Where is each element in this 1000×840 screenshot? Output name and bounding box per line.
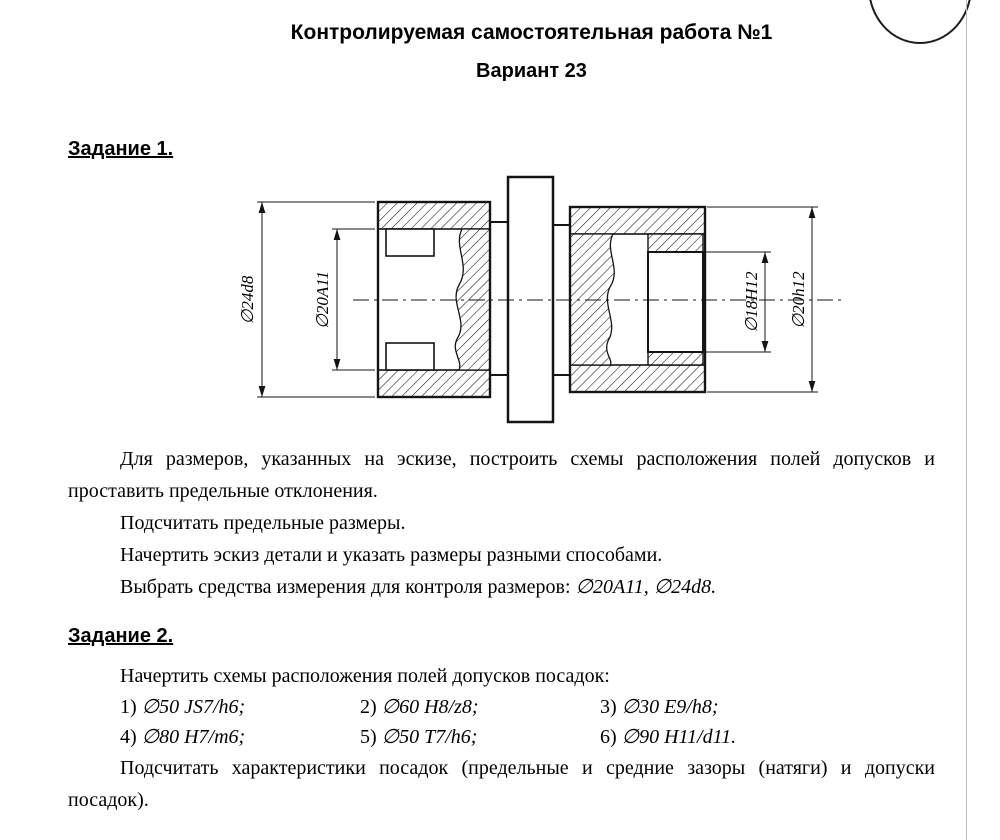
task1-paragraph-3: Начертить эскиз детали и указать размеры… [120, 544, 663, 566]
task1-paragraph-4: Выбрать средства измерения для контроля … [68, 571, 935, 603]
fit-number: 1) [120, 696, 137, 718]
scan-edge-line [966, 0, 967, 840]
dim-label-20h12: ∅20h12 [789, 271, 808, 329]
fit-value: ∅30 E9/h8; [621, 696, 719, 718]
fit-number: 6) [600, 726, 617, 748]
right-hub [568, 205, 707, 394]
task2-heading: Задание 2. [68, 625, 174, 647]
technical-drawing: ∅24d8 ∅20A11 ∅18H12 [215, 167, 935, 443]
fit-item-5: 5) ∅50 T7/h6; [360, 722, 600, 752]
fit-number: 4) [120, 726, 137, 748]
variant-subtitle: Вариант 23 [476, 60, 587, 82]
fits-row-2: 4) ∅80 H7/m6; 5) ∅50 T7/h6; 6) ∅90 H11/d… [68, 722, 935, 752]
fit-item-4: 4) ∅80 H7/m6; [120, 722, 360, 752]
fit-item-6: 6) ∅90 H11/d11. [600, 722, 840, 752]
dim-18H12 [705, 251, 771, 353]
fit-value: ∅80 H7/m6; [141, 726, 246, 748]
dim-label-24d8: ∅24d8 [238, 275, 257, 324]
dim-label-20A11: ∅20A11 [313, 271, 332, 329]
fit-value: ∅90 H11/d11. [621, 726, 737, 748]
dim-label-18H12: ∅18H12 [742, 271, 761, 333]
fit-item-3: 3) ∅30 E9/h8; [600, 692, 840, 722]
drawing-svg: ∅24d8 ∅20A11 ∅18H12 [238, 175, 843, 424]
dim-20A11 [332, 228, 375, 371]
fit-value: ∅50 T7/h6; [381, 726, 478, 748]
document-title: Контролируемая самостоятельная работа №1 [290, 21, 773, 44]
task1-paragraph-2: Подсчитать предельные размеры. [120, 512, 406, 534]
task2-outro: Подсчитать характеристики посадок (преде… [68, 757, 935, 811]
fit-item-2: 2) ∅60 H8/z8; [360, 692, 600, 722]
fit-value: ∅50 JS7/h6; [141, 696, 246, 718]
task1-paragraph-4-sizes: ∅20A11, ∅24d8. [575, 576, 717, 598]
fit-value: ∅60 H8/z8; [381, 696, 479, 718]
task2-intro: Начертить схемы расположения полей допус… [120, 665, 610, 687]
fit-number: 3) [600, 696, 617, 718]
dim-20h12 [707, 206, 818, 393]
task1-heading: Задание 1. [68, 138, 174, 160]
left-shaft-step [489, 221, 509, 376]
task1-paragraph-1: Для размеров, указанных на эскизе, постр… [68, 448, 935, 502]
fits-row-1: 1) ∅50 JS7/h6; 2) ∅60 H8/z8; 3) ∅30 E9/h… [68, 692, 935, 722]
fit-number: 5) [360, 726, 377, 748]
task1-paragraph-4-text: Выбрать средства измерения для контроля … [120, 576, 576, 598]
bore-18-step [647, 251, 704, 353]
dim-24d8 [257, 201, 375, 398]
fit-item-1: 1) ∅50 JS7/h6; [120, 692, 360, 722]
fit-number: 2) [360, 696, 377, 718]
